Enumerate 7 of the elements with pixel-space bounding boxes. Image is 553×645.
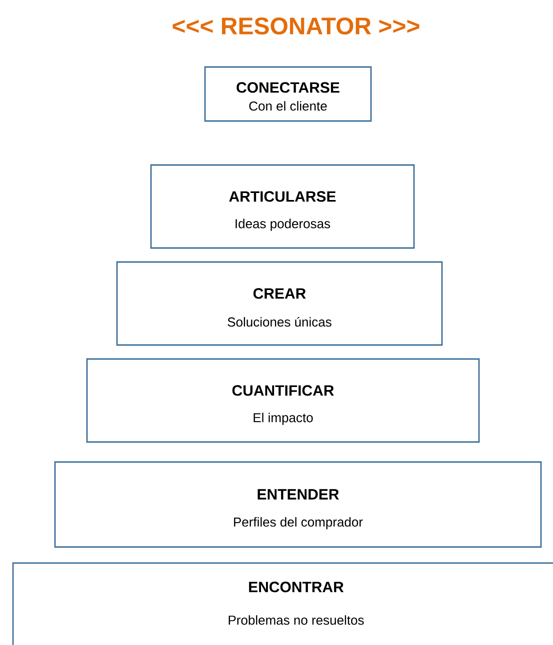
tier-box: CUANTIFICAR El impacto [86,358,480,443]
title: <<< RESONATOR >>> [172,18,420,34]
tier-box: CONECTARSE Con el cliente [204,66,372,122]
tier-box: ARTICULARSE Ideas poderosas [150,164,415,249]
tier-box: ENTENDER Perfiles del comprador [54,461,542,548]
tier-box: CREAR Soluciones únicas [116,261,443,346]
tier-box: ENCONTRAR Problemas no resueltos [12,562,553,645]
